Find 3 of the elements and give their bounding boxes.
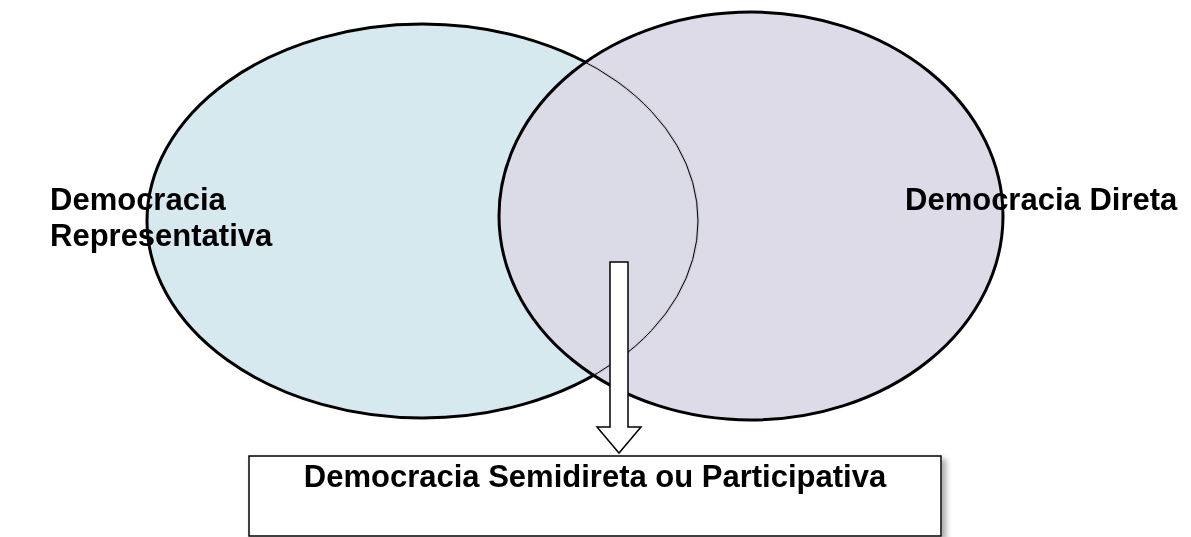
block-arrow: [595, 261, 643, 455]
node-label: Democracia Semidireta ou Participativa: [302, 459, 888, 495]
result-box: [248, 455, 942, 537]
